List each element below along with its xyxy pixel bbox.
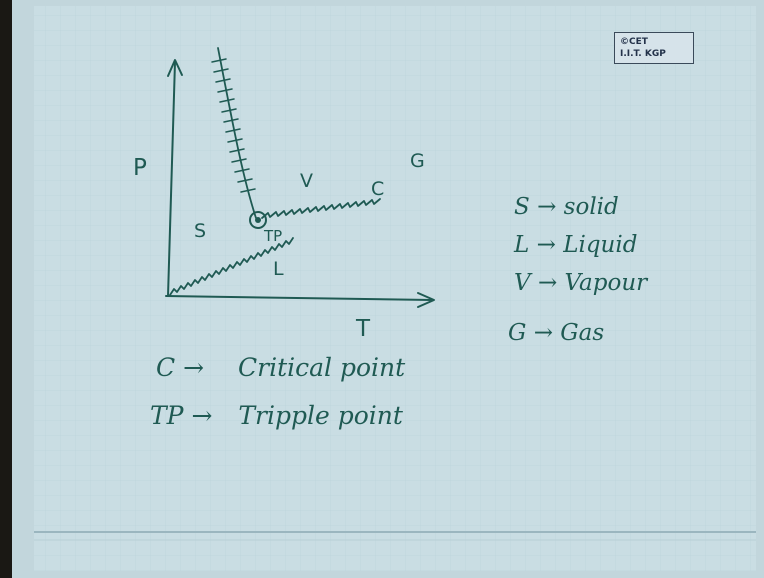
fusion-curve	[217, 47, 257, 219]
arrow-icon: →	[533, 320, 553, 346]
arrow-icon: →	[537, 194, 557, 220]
triple-point-label: TP	[264, 227, 283, 245]
triple-point-marker	[249, 211, 267, 229]
cet-iit-kgp-stamp: ©CET I.I.T. KGP	[614, 32, 694, 64]
definition-key: TP	[150, 401, 184, 430]
legend-key: L	[514, 232, 530, 258]
fusion-curve-hatches	[211, 58, 256, 193]
definition-key: C	[156, 353, 176, 382]
legend-key: V	[514, 270, 531, 296]
legend-item-gas: G → Gas	[508, 322, 604, 345]
definition-critical-point: C → Critical point	[156, 355, 405, 380]
definition-triple-point: TP → Tripple point	[150, 403, 403, 428]
arrow-icon: →	[183, 353, 205, 382]
vapour-region-label: V	[300, 170, 313, 192]
legend-item-vapour: V → Vapour	[514, 272, 647, 295]
liquid-region-label: L	[273, 258, 284, 280]
definition-value: Tripple point	[238, 401, 403, 430]
temperature-axis	[165, 295, 433, 301]
temperature-axis-label: T	[356, 316, 371, 342]
arrow-icon: →	[191, 401, 213, 430]
pressure-axis-label: P	[133, 155, 147, 181]
stamp-line-1: ©CET	[620, 37, 648, 47]
gas-region-label: G	[410, 150, 425, 172]
pressure-axis-arrowhead	[167, 59, 183, 77]
legend-item-liquid: L → Liquid	[514, 234, 637, 257]
solid-region-label: S	[194, 220, 207, 242]
legend-value: Liquid	[563, 232, 638, 258]
legend-item-solid: S → solid	[514, 196, 619, 219]
critical-point-label: C	[371, 178, 385, 200]
legend-key: S	[514, 194, 530, 220]
legend-value: Vapour	[564, 270, 648, 296]
temperature-axis-arrowhead	[417, 292, 435, 308]
sublimation-curve	[169, 237, 294, 296]
definition-value: Critical point	[238, 353, 406, 382]
arrow-icon: →	[537, 270, 558, 296]
pressure-axis	[167, 61, 176, 297]
arrow-icon: →	[536, 232, 556, 258]
legend-key: G	[508, 320, 527, 346]
triple-point-dot	[255, 217, 261, 223]
legend-value: solid	[563, 194, 619, 220]
vaporisation-curve	[261, 198, 381, 219]
stamp-line-2: I.I.T. KGP	[620, 49, 666, 59]
legend-value: Gas	[560, 320, 605, 346]
